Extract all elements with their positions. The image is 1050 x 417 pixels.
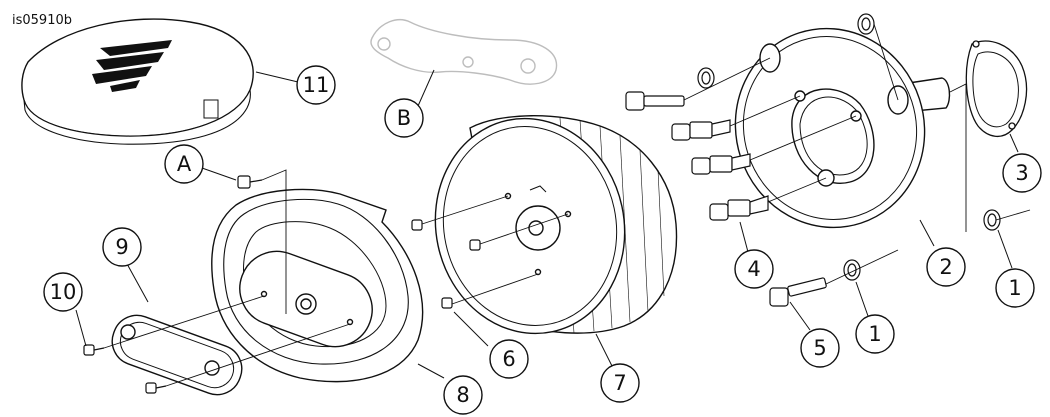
svg-text:3: 3: [1015, 161, 1028, 185]
part-8-housing: [211, 188, 424, 383]
screw-10: [83, 344, 105, 356]
svg-text:6: 6: [502, 347, 515, 371]
callout-10: 10: [43, 272, 83, 312]
breather-bolt-lower: [709, 195, 769, 221]
svg-text:10: 10: [50, 280, 77, 304]
callout-5: 5: [800, 328, 840, 368]
callout-3: 3: [1002, 153, 1042, 193]
callouts: 11 B A 9 10 8 6 7: [43, 65, 1042, 415]
svg-text:5: 5: [813, 336, 826, 360]
svg-text:1: 1: [868, 322, 881, 346]
callout-1-lower: 1: [855, 314, 895, 354]
washers: [697, 13, 1001, 281]
part-3-gasket: [965, 40, 1028, 137]
screw-plate-lower: [145, 382, 167, 394]
callout-b: B: [384, 98, 424, 138]
svg-text:1: 1: [1008, 276, 1021, 300]
part-11-cover: [21, 18, 254, 145]
breather-bolt-upper: [671, 119, 731, 141]
callout-2: 2: [926, 247, 966, 287]
screw-filter-center: [469, 239, 481, 251]
svg-text:2: 2: [939, 255, 952, 279]
svg-text:11: 11: [303, 73, 330, 97]
callout-11: 11: [296, 65, 336, 105]
figure-id: is05910b: [12, 13, 72, 28]
part-2-backplate: [734, 27, 951, 229]
svg-text:A: A: [177, 152, 192, 176]
callout-6: 6: [489, 339, 529, 379]
callout-8: 8: [443, 375, 483, 415]
part-b-bracket: [370, 19, 558, 85]
callout-1-right: 1: [995, 268, 1035, 308]
long-bolt-upper: [625, 91, 685, 111]
svg-text:B: B: [397, 106, 411, 130]
logo-emblem-icon: [92, 40, 172, 92]
svg-text:4: 4: [747, 257, 760, 281]
callout-4: 4: [734, 249, 774, 289]
leader-lines: [75, 69, 1019, 379]
callout-9: 9: [102, 227, 142, 267]
screw-6: [441, 297, 453, 309]
long-bolt-lower: [769, 277, 827, 307]
svg-text:8: 8: [456, 383, 469, 407]
svg-text:7: 7: [613, 371, 626, 395]
part-7-filter: [434, 115, 678, 335]
callout-a: A: [164, 144, 204, 184]
svg-text:9: 9: [115, 235, 128, 259]
callout-7: 7: [600, 363, 640, 403]
screw-filter-upper: [411, 219, 423, 231]
alignment-lines: [103, 23, 1031, 387]
breather-bolt-middle: [691, 153, 751, 175]
screw-a: [237, 175, 263, 189]
